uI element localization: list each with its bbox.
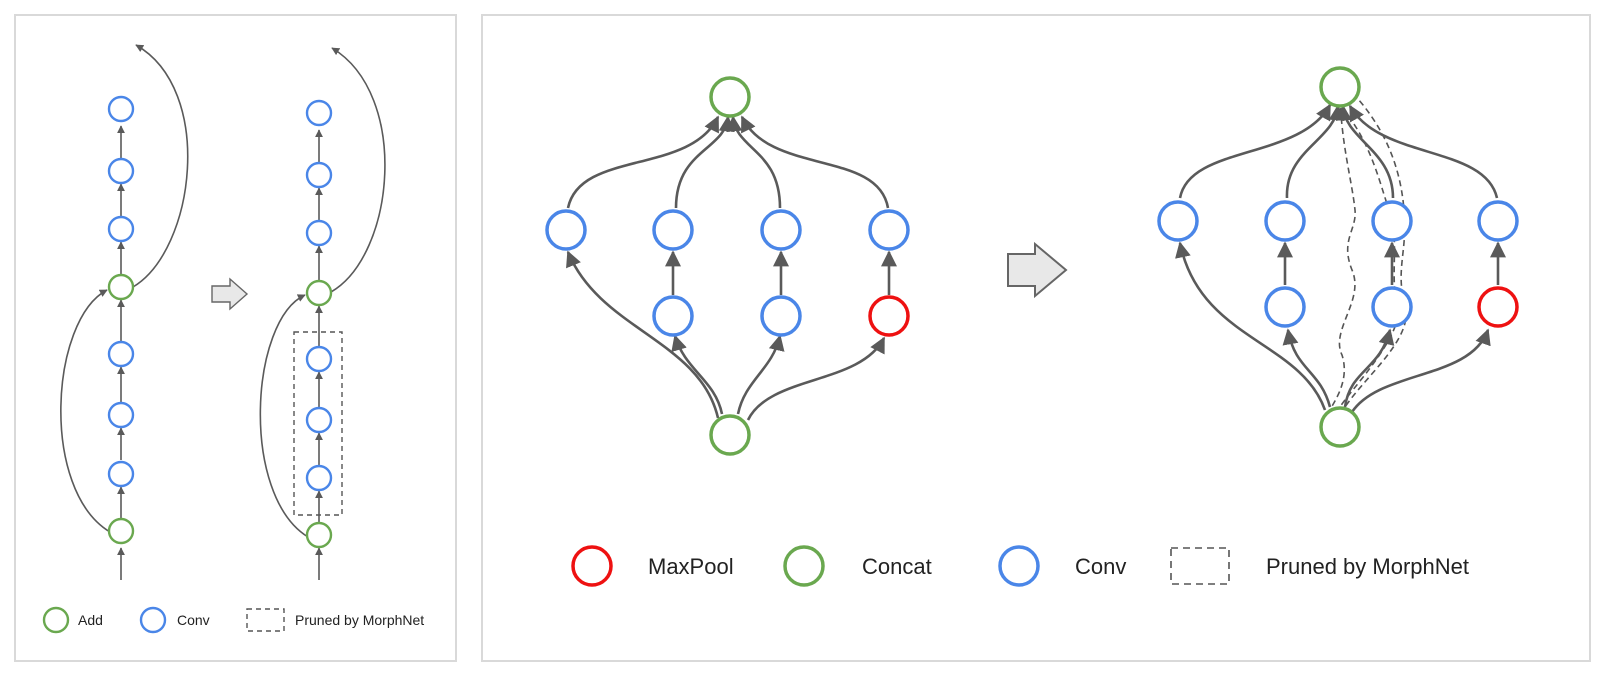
right-legend: MaxPool Concat Conv Pruned by MorphNet xyxy=(571,545,1469,587)
pruned-path xyxy=(1329,87,1356,411)
conv-node xyxy=(652,295,694,337)
skip-edge xyxy=(60,289,111,533)
pruned-region xyxy=(1329,85,1407,413)
skip-edge xyxy=(132,44,189,288)
conv-node xyxy=(760,295,802,337)
conv-node xyxy=(1371,200,1413,242)
edge xyxy=(1350,328,1491,413)
edge xyxy=(1348,104,1499,199)
right-arrow-icon xyxy=(211,277,249,311)
add-node xyxy=(305,521,333,549)
legend-pruned-icon xyxy=(246,608,285,632)
legend-maxpool-label: MaxPool xyxy=(648,554,734,579)
legend-concat-icon xyxy=(783,545,825,587)
legend-conv-label: Conv xyxy=(1075,554,1126,579)
conv-node xyxy=(305,219,333,247)
edge xyxy=(1282,328,1332,408)
conv-node xyxy=(760,209,802,251)
skip-edge xyxy=(330,47,386,293)
concat-node xyxy=(709,414,751,456)
conv-node xyxy=(305,345,333,373)
concat-node xyxy=(1319,406,1361,448)
edge xyxy=(566,250,720,419)
maxpool-node xyxy=(1477,286,1519,328)
resnet-panel xyxy=(14,14,457,662)
maxpool-node xyxy=(868,295,910,337)
conv-node xyxy=(107,157,135,185)
add-node xyxy=(107,273,135,301)
conv-node xyxy=(107,340,135,368)
concat-node xyxy=(1319,66,1361,108)
edge xyxy=(1343,328,1395,408)
conv-node xyxy=(107,215,135,243)
conv-node xyxy=(305,406,333,434)
edge xyxy=(671,334,724,415)
legend-add-icon xyxy=(42,606,70,634)
inception-before-nodes xyxy=(545,76,910,456)
legend-conv-icon xyxy=(139,606,167,634)
edge xyxy=(1335,104,1395,199)
inception-after-nodes xyxy=(1157,66,1519,448)
edge xyxy=(1178,103,1332,199)
inception-before-graph xyxy=(566,115,897,421)
edge xyxy=(1175,241,1327,411)
conv-node xyxy=(305,161,333,189)
legend-concat-label: Concat xyxy=(862,554,932,579)
inception-panel xyxy=(481,14,1591,662)
edge xyxy=(736,334,785,415)
resnet-before-graph xyxy=(60,44,189,580)
legend-maxpool-icon xyxy=(571,545,613,587)
conv-node xyxy=(107,401,135,429)
conv-node xyxy=(305,99,333,127)
legend-pruned-label: Pruned by MorphNet xyxy=(295,612,424,628)
pruned-box xyxy=(293,331,343,516)
edge xyxy=(740,115,890,209)
edge xyxy=(566,115,720,209)
edge xyxy=(1285,104,1345,199)
left-legend: Add Conv Pruned by MorphNet xyxy=(42,606,424,634)
conv-node xyxy=(1371,286,1413,328)
pruned-path xyxy=(1335,99,1399,411)
conv-node xyxy=(107,95,135,123)
conv-node xyxy=(1477,200,1519,242)
legend-conv-icon xyxy=(998,545,1040,587)
conv-node xyxy=(1264,200,1306,242)
edge xyxy=(674,115,735,209)
conv-node xyxy=(868,209,910,251)
add-node xyxy=(107,517,135,545)
add-node xyxy=(305,279,333,307)
concat-node xyxy=(709,76,751,118)
conv-node xyxy=(1264,286,1306,328)
conv-node xyxy=(545,209,587,251)
conv-node xyxy=(107,460,135,488)
legend-pruned-icon xyxy=(1170,547,1230,585)
legend-add-label: Add xyxy=(78,612,103,628)
conv-node xyxy=(652,209,694,251)
resnet-after-nodes xyxy=(305,99,333,549)
conv-node xyxy=(305,464,333,492)
right-arrow-icon xyxy=(1007,241,1068,299)
inception-after-graph xyxy=(1175,103,1506,413)
resnet-before-nodes xyxy=(107,95,135,545)
resnet-after-graph xyxy=(259,47,386,580)
edge xyxy=(726,115,782,209)
legend-pruned-label: Pruned by MorphNet xyxy=(1266,554,1469,579)
edge xyxy=(746,336,886,421)
skip-edge xyxy=(259,294,309,538)
legend-conv-label: Conv xyxy=(177,612,210,628)
conv-node xyxy=(1157,200,1199,242)
